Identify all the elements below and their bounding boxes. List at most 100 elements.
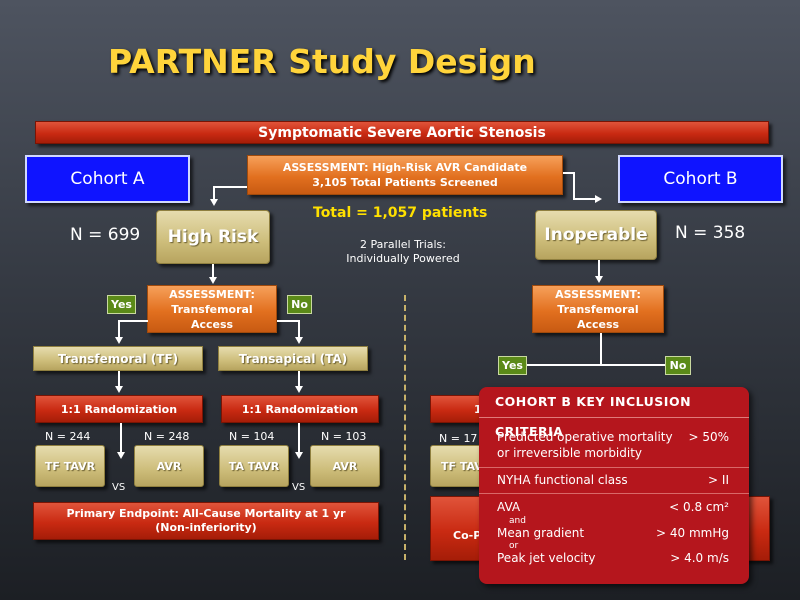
connector [298, 423, 300, 453]
yes-label: Yes [502, 359, 523, 372]
arrow-icon [295, 337, 303, 344]
arrow-icon [595, 276, 603, 283]
endpoint-line1: Primary Endpoint: All-Cause Mortality at… [66, 507, 346, 520]
cohort-a-label: Cohort A [70, 169, 145, 189]
connector [213, 186, 247, 188]
connector [118, 320, 120, 338]
arrow-icon [295, 386, 303, 393]
cohort-a-n: N = 699 [70, 225, 141, 245]
vs-label-1: VS [112, 482, 126, 493]
criteria-label: NYHA functional class [497, 473, 628, 487]
no-label: No [669, 359, 687, 372]
connector [600, 333, 602, 365]
arrow-icon [595, 195, 602, 203]
assessment-main-line1: ASSESSMENT: High-Risk AVR Candidate [282, 161, 528, 174]
cohort-b-tavr-label: TF TAV [441, 460, 483, 473]
connector [573, 172, 575, 200]
avr-label-1: AVR [156, 459, 182, 473]
arrow-icon [117, 452, 125, 459]
criteria-label: Predicted operative mortality [497, 430, 673, 444]
ta-tavr-box: TA TAVR [219, 445, 289, 487]
inoperable-box: Inoperable [535, 210, 657, 260]
cohort-b-box: Cohort B [618, 155, 783, 203]
connector [213, 186, 215, 200]
randomization-tf: 1:1 Randomization [35, 395, 203, 423]
cohort-b-no: No [665, 356, 691, 375]
avr-box-2: AVR [310, 445, 380, 487]
arrow-icon [295, 452, 303, 459]
cohort-b-assessment-line1: ASSESSMENT: [555, 287, 641, 301]
criteria-header: COHORT B KEY INCLUSION CRITERIA [479, 387, 749, 439]
transfemoral-label: Transfemoral (TF) [57, 351, 179, 366]
arrow-icon [209, 277, 217, 284]
criteria-conjunction: and [509, 516, 526, 526]
connector [563, 172, 575, 174]
avr-label-2: AVR [332, 459, 358, 473]
connector [513, 364, 677, 366]
criteria-separator [479, 493, 749, 494]
high-risk-label: High Risk [167, 227, 259, 247]
connector [298, 371, 300, 387]
yes-label: Yes [111, 298, 132, 311]
total-patients: Total = 1,057 patients [313, 205, 488, 221]
randomization-ta: 1:1 Randomization [221, 395, 379, 423]
ta-tavr-label: TA TAVR [228, 459, 280, 473]
parallel-line1: 2 Parallel Trials: [360, 238, 446, 251]
divider [404, 295, 406, 560]
cohort-a-assessment-line3: Access [190, 317, 234, 331]
connector [118, 320, 148, 322]
top-bar: Symptomatic Severe Aortic Stenosis [35, 121, 769, 144]
connector [118, 371, 120, 387]
connector [212, 264, 214, 278]
parallel-line2: Individually Powered [346, 252, 460, 265]
parallel-trials: 2 Parallel Trials: Individually Powered [330, 238, 476, 266]
cohort-b-endpoint-label: Co-P [453, 529, 482, 542]
connector [120, 423, 122, 453]
vs-label-2: VS [292, 482, 306, 493]
slide-title: PARTNER Study Design [108, 42, 536, 81]
arrow-icon [210, 199, 218, 206]
cohort-b-randomization-label: 1 [474, 403, 482, 416]
transapical-box: Transapical (TA) [218, 346, 368, 371]
randomization-tf-label: 1:1 Randomization [60, 402, 178, 416]
connector [598, 260, 600, 277]
arrow-icon [115, 386, 123, 393]
criteria-value: > 4.0 m/s [670, 551, 729, 565]
criteria-conjunction: or [509, 541, 519, 551]
assessment-main: ASSESSMENT: High-Risk AVR Candidate 3,10… [247, 155, 563, 195]
connector [298, 320, 300, 338]
criteria-value: > II [708, 473, 729, 487]
inclusion-criteria-panel: COHORT B KEY INCLUSION CRITERIA Predicte… [479, 387, 749, 584]
cohort-b-n: N = 358 [675, 223, 746, 243]
cohort-b-yes: Yes [498, 356, 527, 375]
inoperable-label: Inoperable [544, 225, 648, 245]
primary-endpoint: Primary Endpoint: All-Cause Mortality at… [33, 502, 379, 540]
arrow-icon [115, 337, 123, 344]
assessment-main-line2: 3,105 Total Patients Screened [312, 176, 498, 189]
transfemoral-box: Transfemoral (TF) [33, 346, 203, 371]
cohort-b-assessment-line3: Access [576, 317, 620, 331]
cohort-b-label: Cohort B [663, 169, 738, 189]
criteria-label: Mean gradient [497, 526, 585, 540]
cohort-b-n: N = 17 [439, 432, 478, 445]
cohort-b-assessment: ASSESSMENT: Transfemoral Access [532, 285, 664, 333]
no-label: No [291, 298, 308, 311]
criteria-separator [479, 467, 749, 468]
criteria-value: > 40 mmHg [656, 526, 729, 540]
criteria-value: < 0.8 cm² [669, 500, 729, 514]
criteria-label: or irreversible morbidity [497, 446, 643, 460]
n-ta-avr: N = 103 [321, 430, 367, 443]
n-tf-tavr: N = 244 [45, 430, 91, 443]
tf-tavr-box: TF TAVR [35, 445, 105, 487]
endpoint-line2: (Non-inferiority) [155, 521, 257, 534]
cohort-a-assessment: ASSESSMENT: Transfemoral Access [147, 285, 277, 333]
cohort-a-assessment-line2: Transfemoral [171, 302, 253, 316]
criteria-label: AVA [497, 500, 521, 514]
cohort-a-assessment-line1: ASSESSMENT: [169, 287, 255, 301]
n-tf-avr: N = 248 [144, 430, 190, 443]
cohort-a-box: Cohort A [25, 155, 190, 203]
high-risk-box: High Risk [156, 210, 270, 264]
randomization-ta-label: 1:1 Randomization [241, 402, 359, 416]
n-ta-tavr: N = 104 [229, 430, 275, 443]
avr-box-1: AVR [134, 445, 204, 487]
